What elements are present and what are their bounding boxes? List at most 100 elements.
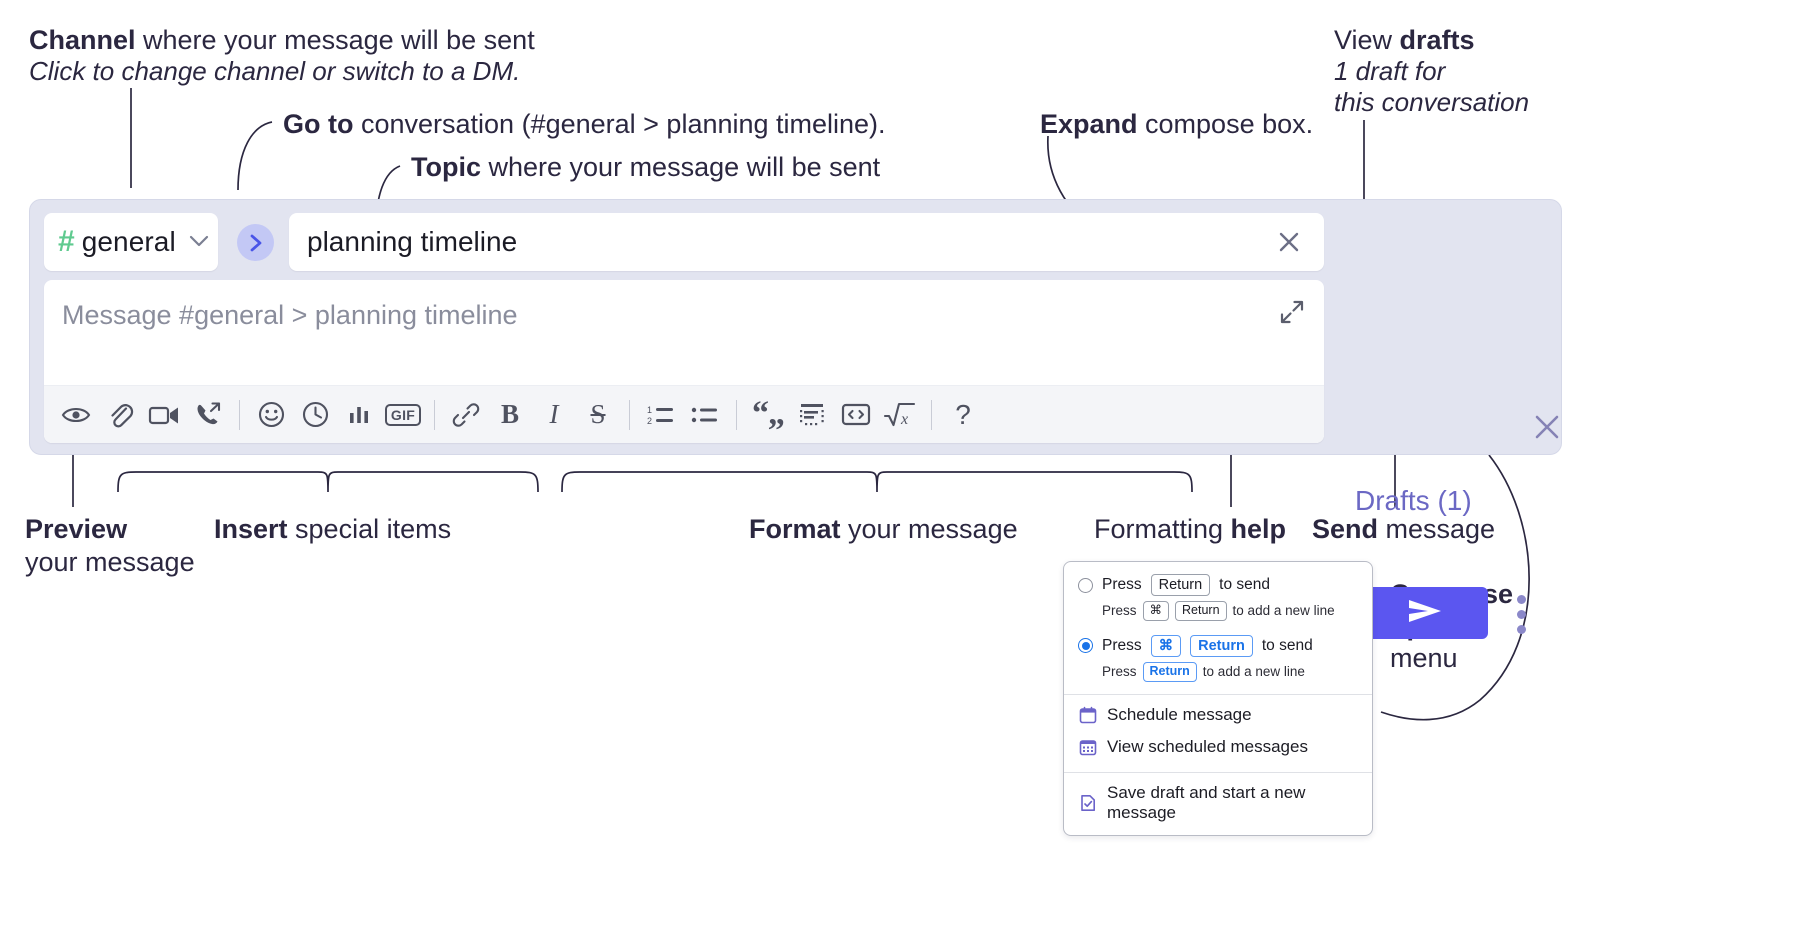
kebab-dot-2 — [1516, 609, 1526, 619]
send-button[interactable] — [1362, 587, 1488, 639]
menu-option-return[interactable]: Press Return to send — [1064, 572, 1372, 598]
annotation-send: Send message — [1312, 514, 1496, 544]
expand-compose-button[interactable] — [1274, 296, 1310, 332]
formatting-toolbar: GIF B I S — [44, 385, 1324, 443]
key-return-sub-2: Return — [1142, 661, 1197, 682]
sub-press-label: Press — [1102, 603, 1137, 619]
separator-4 — [736, 399, 737, 430]
annotation-expand: Expand compose box. — [1040, 109, 1314, 139]
annotation-channel-sub: Click to change channel or switch to a D… — [29, 56, 521, 86]
close-icon[interactable] — [1272, 225, 1306, 259]
key-return-2: Return — [1190, 634, 1253, 657]
compose-options-menu: Press Return to send Press ⌘ Return to a… — [1063, 561, 1373, 836]
close-compose-button[interactable] — [1527, 407, 1567, 447]
bulleted-list-button[interactable] — [683, 393, 727, 437]
strikethrough-button[interactable]: S — [576, 393, 620, 437]
annotation-goto: Go to conversation (#general > planning … — [283, 109, 886, 139]
separator-5 — [931, 399, 932, 430]
topic-input[interactable]: planning timeline — [289, 213, 1324, 271]
emoji-button[interactable] — [249, 393, 293, 437]
menu-item-label: Save draft and start a new message — [1107, 782, 1306, 822]
svg-text:1: 1 — [647, 405, 652, 415]
annotation-drafts: View drafts — [1334, 25, 1475, 55]
ordered-list-button[interactable]: 1 2 — [639, 393, 683, 437]
menu-option-return-sub: Press ⌘ Return to add a new line — [1064, 598, 1372, 624]
to-send-label-2: to send — [1261, 636, 1313, 654]
annotation-preview: Preview — [25, 514, 128, 544]
sub-text: to add a new line — [1232, 603, 1335, 619]
key-command-2: ⌘ — [1150, 634, 1182, 657]
gif-button[interactable]: GIF — [381, 393, 425, 437]
key-return: Return — [1150, 574, 1211, 597]
menu-option-cmd-return[interactable]: Press ⌘ Return to send — [1064, 633, 1372, 659]
to-send-label: to send — [1219, 576, 1271, 594]
preview-button[interactable] — [54, 393, 98, 437]
chevron-down-icon — [189, 232, 209, 252]
bold-label: B — [500, 399, 519, 429]
key-command: ⌘ — [1142, 601, 1170, 621]
annotation-insert: Insert special items — [214, 514, 452, 544]
separator-2 — [434, 399, 435, 430]
channel-selector[interactable]: # general — [44, 213, 218, 271]
annotation-drafts-sub1: 1 draft for — [1334, 56, 1446, 86]
key-return-sub: Return — [1175, 601, 1227, 621]
formatting-help-button[interactable]: ? — [941, 393, 985, 437]
separator-3 — [629, 399, 630, 430]
italic-button[interactable]: I — [532, 393, 576, 437]
radio-cmd-return[interactable] — [1078, 638, 1093, 654]
code-button[interactable] — [834, 393, 878, 437]
menu-item-view-scheduled[interactable]: View scheduled messages — [1064, 731, 1372, 763]
sub-text-2: to add a new line — [1202, 664, 1305, 680]
annotation-preview-line2: your message — [25, 547, 195, 577]
message-card: Message #general > planning timeline — [44, 280, 1324, 443]
goto-conversation-button[interactable] — [237, 224, 274, 261]
topic-value: planning timeline — [307, 226, 518, 257]
bold-button[interactable]: B — [488, 393, 532, 437]
annotation-topic: Topic where your message will be sent — [411, 152, 881, 182]
separator-1 — [239, 399, 240, 430]
message-input[interactable]: Message #general > planning timeline — [62, 300, 518, 330]
press-label-2: Press — [1102, 636, 1142, 654]
poll-button[interactable] — [337, 393, 381, 437]
math-button[interactable]: x — [878, 393, 922, 437]
menu-divider-2 — [1064, 771, 1372, 773]
audio-clip-button[interactable] — [186, 393, 230, 437]
question-mark-icon: ? — [955, 398, 971, 430]
italic-label: I — [549, 399, 559, 429]
menu-item-schedule-message[interactable]: Schedule message — [1064, 699, 1372, 731]
quote-icon: “„ — [752, 395, 785, 433]
compose-panel: # general planning timeline — [29, 199, 1562, 639]
kebab-dot-3 — [1516, 624, 1526, 634]
annotation-channel: Channel where your message will be sent — [29, 25, 535, 55]
compose-options-button[interactable] — [1504, 590, 1538, 638]
press-label: Press — [1102, 576, 1142, 594]
recent-button[interactable] — [293, 393, 337, 437]
expand-diagonal-icon — [1279, 299, 1305, 330]
menu-item-label: Schedule message — [1107, 704, 1252, 724]
kebab-dot-1 — [1516, 594, 1526, 604]
radio-return[interactable] — [1078, 577, 1093, 593]
menu-item-label: View scheduled messages — [1107, 736, 1308, 756]
link-button[interactable] — [444, 393, 488, 437]
send-paper-plane-icon — [1403, 597, 1447, 630]
file-check-icon — [1078, 793, 1097, 812]
annotation-format: Format your message — [749, 514, 1018, 544]
sub-press-label-2: Press — [1102, 664, 1137, 680]
annotation-compose-options-l3: menu — [1390, 643, 1458, 673]
video-clip-button[interactable] — [142, 393, 186, 437]
compose-inner: # general planning timeline — [44, 213, 1324, 443]
annotation-formatting-help: Formatting help — [1094, 514, 1287, 544]
blockquote-button[interactable]: “„ — [746, 393, 790, 437]
code-block-button[interactable] — [790, 393, 834, 437]
attach-button[interactable] — [98, 393, 142, 437]
channel-name: general — [81, 226, 176, 257]
annotation-drafts-sub2: this conversation — [1334, 87, 1530, 117]
drafts-link[interactable]: Drafts (1) — [1355, 485, 1472, 516]
menu-divider-1 — [1064, 693, 1372, 695]
svg-text:2: 2 — [647, 416, 652, 426]
calendar-grid-icon — [1078, 737, 1097, 756]
menu-item-save-draft[interactable]: Save draft and start a new message — [1064, 777, 1372, 829]
strikethrough-label: S — [590, 399, 606, 429]
